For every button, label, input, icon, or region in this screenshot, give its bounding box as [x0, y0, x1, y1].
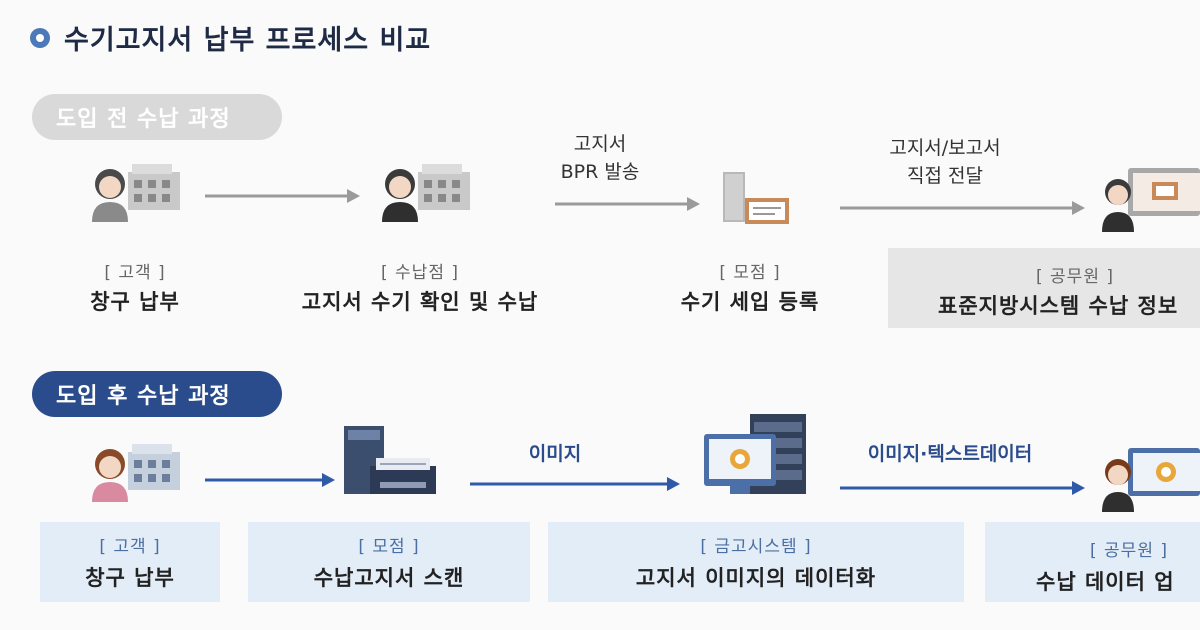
officer-with-monitor-icon — [1102, 168, 1200, 232]
before-arrow-2-label-line2: BPR 발송 — [560, 161, 640, 183]
person-icon — [92, 169, 128, 222]
before-arrow-2-label: 고지서 BPR 발송 — [535, 130, 665, 186]
before-step-4-caption: 표준지방시스템 수납 정보 — [938, 294, 1179, 318]
after-step-3-box — [548, 522, 964, 602]
before-arrow-3-label: 고지서/보고서 직접 전달 — [855, 134, 1035, 190]
after-arrow-3-label: 이미지·텍스트데이터 — [867, 443, 1033, 465]
before-step-3-caption: 수기 세입 등록 — [680, 290, 820, 314]
after-arrow-2-label: 이미지 — [528, 443, 582, 465]
person-with-building-icon — [382, 164, 470, 222]
before-arrow-3 — [840, 201, 1085, 215]
after-step-2-box — [248, 522, 530, 602]
before-step-3-role: [ 모점 ] — [719, 263, 781, 283]
after-step-1-caption: 창구 납부 — [85, 566, 175, 590]
scanner-icon — [344, 426, 436, 494]
before-step-2-role: [ 수납점 ] — [381, 263, 459, 283]
after-step-4-caption: 수납 데이터 업 — [1036, 570, 1175, 594]
before-arrow-3-label-line2: 직접 전달 — [907, 165, 983, 187]
document-tray-icon — [723, 172, 789, 224]
after-arrow-3 — [840, 481, 1085, 495]
after-arrow-1 — [205, 473, 335, 487]
page-title: 수기고지서 납부 프로세스 비교 — [64, 25, 432, 56]
before-step-2-caption: 고지서 수기 확인 및 수납 — [301, 290, 539, 314]
before-step-1-role: [ 고객 ] — [104, 263, 166, 283]
after-step-3-role: [ 금고시스템 ] — [700, 537, 812, 557]
after-step-3-caption: 고지서 이미지의 데이터화 — [635, 566, 877, 590]
after-section-label: 도입 후 수납 과정 — [32, 371, 282, 417]
officer-with-monitor-icon — [1102, 448, 1200, 512]
title-row: 수기고지서 납부 프로세스 비교 — [30, 18, 431, 57]
circle-bullet-icon — [30, 27, 50, 48]
after-arrow-2 — [470, 477, 680, 491]
person-with-building-icon — [92, 164, 180, 222]
before-step-4-role: [ 공무원 ] — [1036, 267, 1114, 287]
after-step-1-box — [40, 522, 220, 602]
after-step-2-role: [ 모점 ] — [358, 537, 420, 557]
person-with-building-icon — [92, 444, 180, 502]
after-step-1-role: [ 고객 ] — [99, 537, 161, 557]
before-arrow-3-label-line1: 고지서/보고서 — [889, 137, 1001, 159]
after-step-4-box — [985, 522, 1200, 602]
before-arrow-1 — [205, 189, 360, 203]
before-arrow-2 — [555, 197, 700, 211]
after-step-4-role: [ 공무원 ] — [1090, 541, 1168, 561]
after-step-2-caption: 수납고지서 스캔 — [313, 566, 465, 590]
before-section-label: 도입 전 수납 과정 — [32, 94, 282, 140]
before-arrow-2-label-line1: 고지서 — [573, 133, 627, 155]
before-step-4-box — [888, 248, 1200, 328]
building-icon — [128, 164, 180, 210]
before-step-1-caption: 창구 납부 — [90, 290, 180, 314]
server-computer-icon — [704, 414, 806, 494]
